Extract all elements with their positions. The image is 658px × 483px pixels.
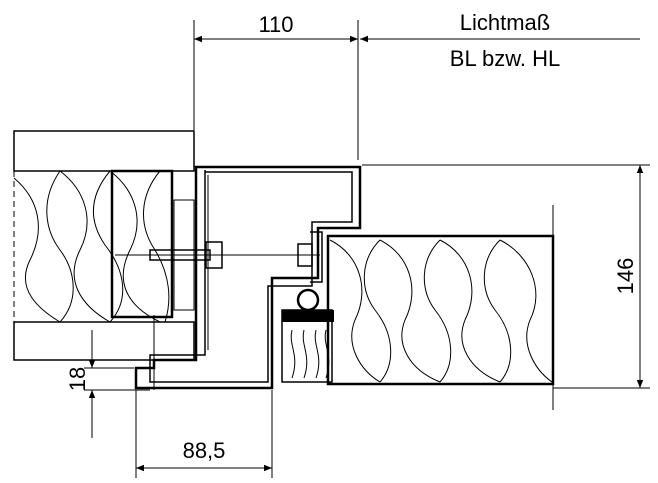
dimension-18-label: 18 bbox=[65, 367, 90, 391]
dimension-offset: 18 bbox=[65, 315, 155, 438]
dimension-88-5-label: 88,5 bbox=[183, 438, 226, 463]
dimension-110-label: 110 bbox=[258, 12, 293, 37]
steel-frame bbox=[134, 165, 362, 390]
dimension-frame-height: 146 bbox=[362, 164, 650, 410]
dimension-rebate-width: 88,5 bbox=[135, 390, 273, 478]
dimension-frame-width: 110 bbox=[193, 12, 359, 160]
anchor-bolt bbox=[115, 241, 320, 269]
dimension-146-label: 146 bbox=[613, 258, 638, 295]
wall-section-left bbox=[13, 130, 195, 361]
clear-opening-sublabel: BL bzw. HL bbox=[450, 46, 560, 71]
dimension-clear-opening: Lichtmaß BL bzw. HL bbox=[360, 10, 640, 71]
clear-opening-label: Lichtmaß bbox=[460, 10, 550, 35]
